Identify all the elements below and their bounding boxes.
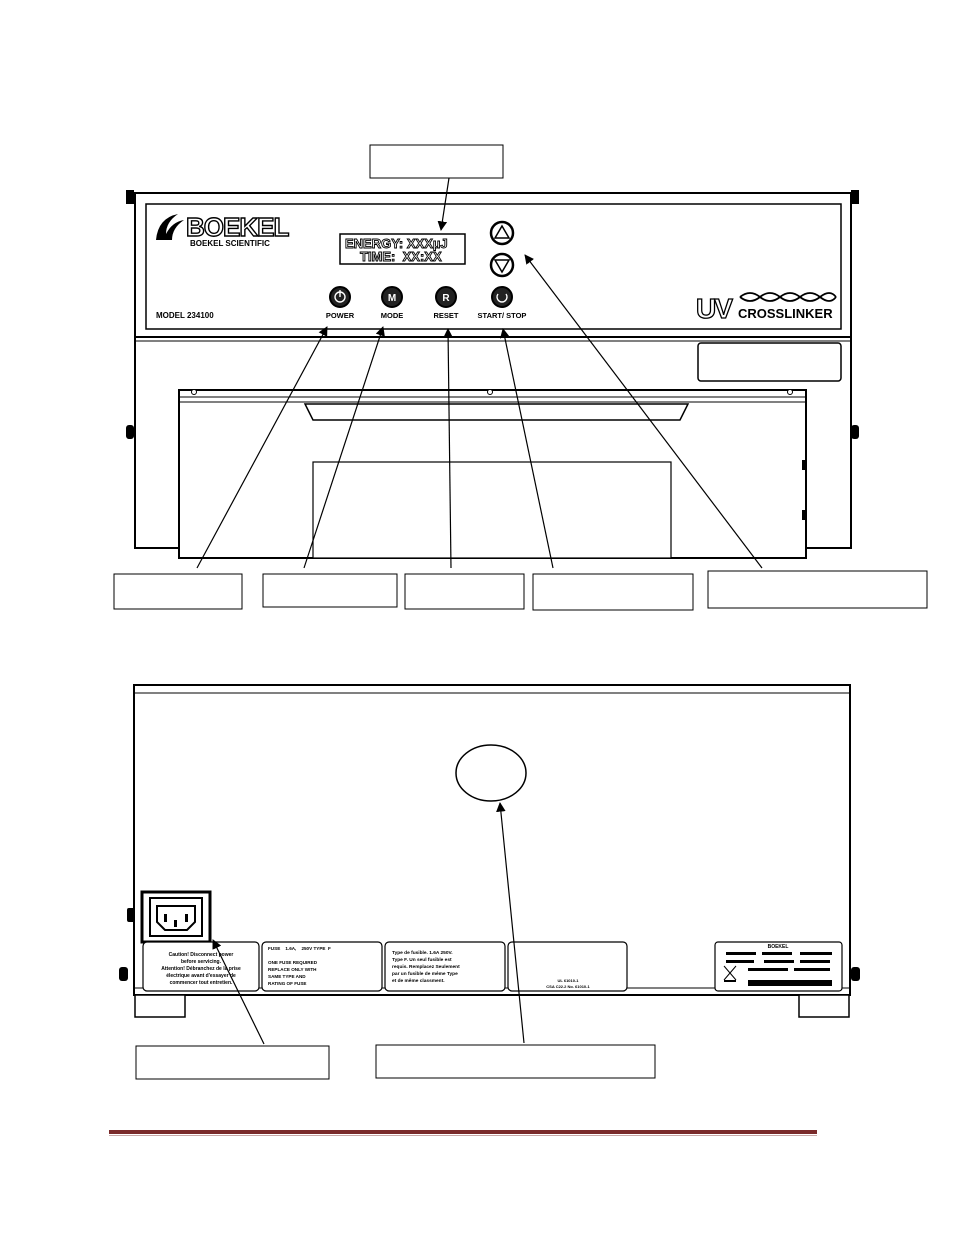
- drawer-handle[interactable]: [303, 403, 690, 421]
- power-label: POWER: [326, 311, 355, 320]
- fuse-label: [261, 941, 383, 992]
- reset-button[interactable]: R: [435, 286, 457, 308]
- mode-label: MODE: [381, 311, 404, 320]
- mode-button[interactable]: M: [381, 286, 403, 308]
- rear-view: Caution! Disconnect power before servici…: [119, 684, 860, 1018]
- brand-subtitle: BOEKEL SCIENTIFIC: [190, 239, 270, 248]
- power-button[interactable]: [329, 286, 351, 308]
- rear-foot-right: [798, 994, 850, 1018]
- start-stop-button[interactable]: [491, 286, 513, 308]
- arrow-down-button[interactable]: [489, 252, 515, 278]
- product-uv: UV: [696, 293, 733, 324]
- lcd-display: [339, 233, 466, 265]
- rear-knob-left: [119, 967, 128, 981]
- callout-box-power: [113, 573, 243, 610]
- left-side-knob-mid: [126, 425, 134, 439]
- rating-plate: BOEKEL: [714, 941, 843, 992]
- callout-box-reset: [404, 573, 525, 610]
- drawer-window: [312, 461, 672, 559]
- rear-port-circle: [455, 744, 527, 802]
- fuse-fr-line-2: Type F. Un seul fusible est: [392, 957, 452, 963]
- callout-box-mode: [262, 573, 398, 608]
- fuse-fr-line-3: requis. Remplacez Seulement: [392, 964, 460, 970]
- warning-line-2: before servicing.: [181, 959, 222, 965]
- fuse-fr-line-1: Type de fusible. 1.6A 250V.: [392, 950, 453, 956]
- front-label-window: [697, 342, 842, 382]
- front-callouts: [113, 144, 928, 611]
- callout-box-power-inlet: [135, 1045, 330, 1080]
- display-time-line: TIME: XX:XX: [360, 249, 442, 264]
- cert-line-2: CSA C22.2 No. 61010-1: [546, 984, 590, 989]
- callout-box-rear-port: [375, 1044, 656, 1079]
- uv-crosslinker-logo: UV CROSSLINKER: [695, 292, 837, 325]
- product-name: CROSSLINKER: [738, 306, 833, 321]
- front-view: BOEKEL BOEKEL SCIENTIFIC MODEL 234100 EN…: [126, 190, 859, 559]
- arrow-up-button[interactable]: [489, 220, 515, 246]
- fuse-label-fr: [384, 941, 506, 992]
- power-inlet[interactable]: [140, 890, 212, 944]
- rear-callouts: [135, 802, 656, 1080]
- rating-brand: BOEKEL: [768, 944, 789, 950]
- footer-rule: [109, 1130, 817, 1136]
- brand-name: BOEKEL: [186, 212, 289, 242]
- rear-knob-right: [851, 967, 860, 981]
- left-side-knob-top: [126, 190, 134, 204]
- svg-text:R: R: [442, 293, 450, 304]
- reset-label: RESET: [433, 311, 458, 320]
- model-label: MODEL 234100: [156, 311, 214, 320]
- warning-line-1: Caution! Disconnect power: [169, 952, 234, 958]
- right-side-knob-mid: [851, 425, 859, 439]
- fuse-line-1: FUSE 1.6A, 250V TYPE F: [268, 946, 331, 951]
- cert-label: [507, 941, 628, 992]
- boekel-logo: BOEKEL BOEKEL SCIENTIFIC: [156, 211, 291, 248]
- callout-box-start-stop: [532, 573, 694, 611]
- fuse-line-3: ONE FUSE REQUIRED: [268, 960, 318, 965]
- warning-label: [142, 941, 260, 992]
- fuse-fr-line-4: par un fusible de même Type: [392, 971, 458, 977]
- right-side-knob-top: [851, 190, 859, 204]
- rear-foot-left: [134, 994, 186, 1018]
- fuse-line-5: SAME TYPE AND: [268, 974, 306, 979]
- warning-line-5: commencer tout entretien.: [170, 980, 233, 986]
- svg-text:M: M: [388, 293, 396, 304]
- warning-line-4: électrique avant d'essayer de: [166, 973, 236, 979]
- callout-box-display: [369, 144, 504, 179]
- cert-line-1: UL 61010-1: [557, 978, 579, 983]
- fuse-line-6: RATING OF FUSE: [268, 981, 306, 986]
- display-energy-line: ENERGY: XXXµJ: [345, 236, 448, 251]
- fuse-line-4: REPLACE ONLY WITH: [268, 967, 317, 972]
- callout-box-arrows: [707, 570, 928, 609]
- start-stop-label: START/ STOP: [478, 311, 527, 320]
- warning-line-3: Attention! Débranchez de la prise: [161, 966, 241, 972]
- fuse-fr-line-5: et de même classment.: [392, 978, 445, 984]
